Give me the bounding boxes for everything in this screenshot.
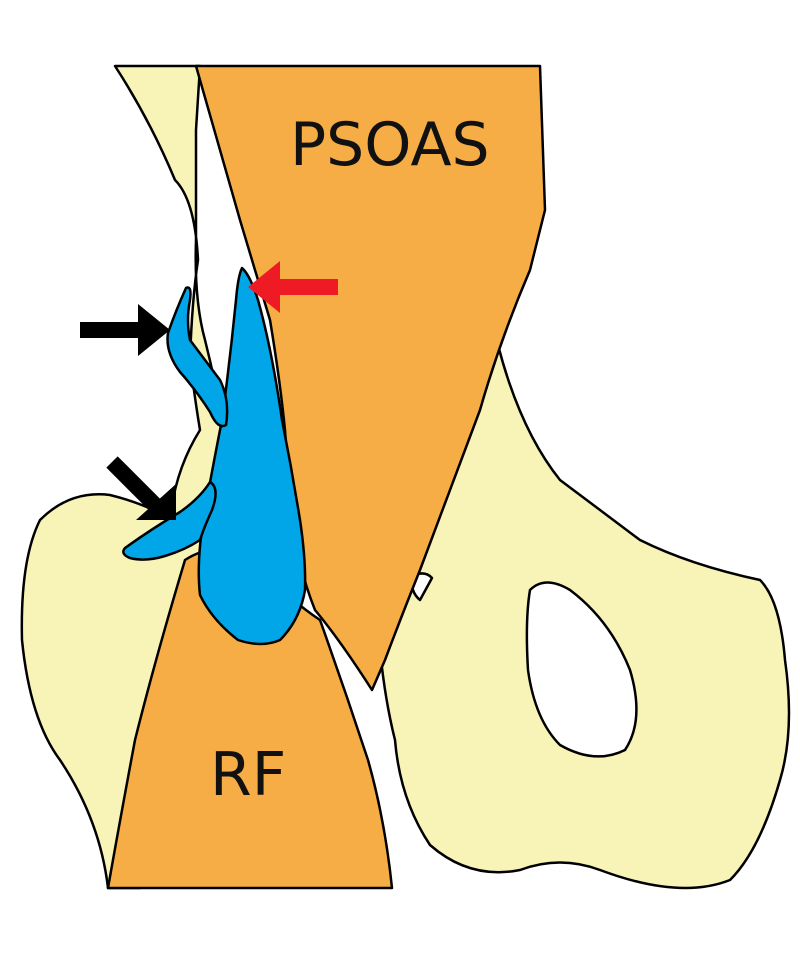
upper-black-arrow xyxy=(80,304,170,356)
blue-structure-upper-branch xyxy=(166,286,229,428)
lower-black-arrowhead xyxy=(136,484,176,520)
lower-black-arrow xyxy=(106,456,176,520)
obturator-foramen xyxy=(525,581,638,758)
red-arrowhead xyxy=(248,261,280,313)
rf-label: RF xyxy=(210,740,286,810)
upper-black-arrowhead xyxy=(138,304,170,356)
psoas-label: PSOAS xyxy=(290,110,490,180)
red-arrow xyxy=(248,261,338,313)
blue-structure-lower-branch xyxy=(122,480,217,561)
